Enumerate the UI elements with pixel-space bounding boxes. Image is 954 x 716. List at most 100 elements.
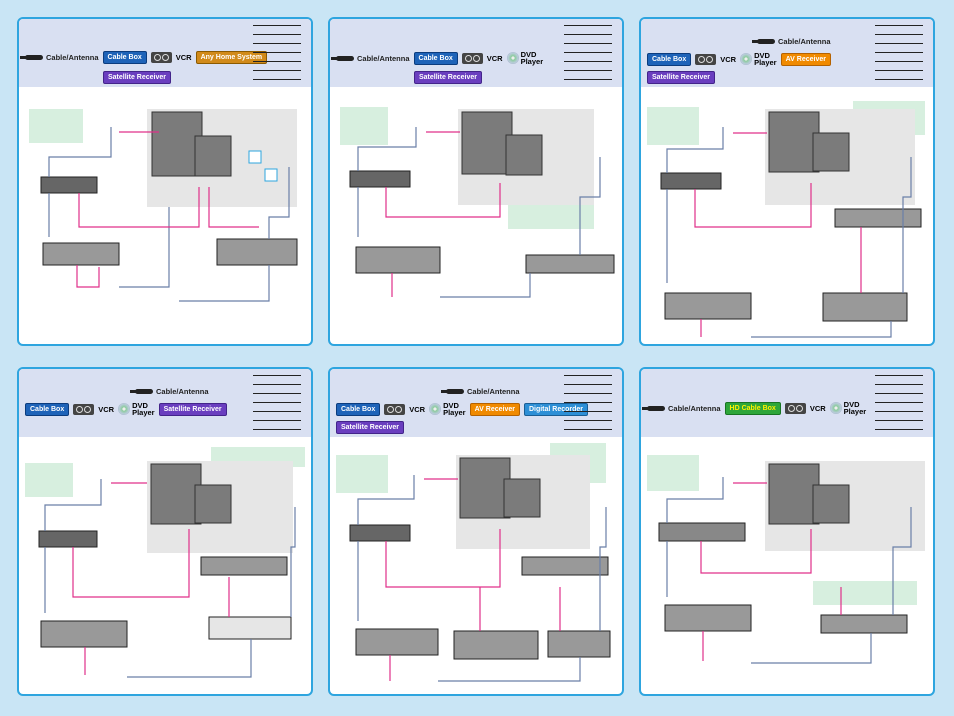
receiver-device [453,630,539,660]
cable-box-badge: Cable Box [647,52,692,66]
tv-jacks [461,111,513,175]
hd-cable-box-device [658,522,746,542]
dvd-device [200,556,288,576]
plug-icon [441,389,464,394]
wiring-diagram [40,109,298,302]
wire-pink-1 [385,478,561,681]
satellite-receiver-badge: Satellite Receiver [158,402,227,416]
header-lines [253,375,301,438]
plug-icon [752,39,775,44]
vcr-label: VCR [720,54,737,64]
plug-icon [331,55,354,61]
vcr-label: VCR [486,53,503,63]
vcr-label: VCR [175,53,192,62]
wire-pink-1 [694,132,862,337]
wiring-diagram [658,461,925,664]
disc-icon [829,402,842,414]
av-receiver-badge: AV Receiver [469,402,520,416]
tv-jack-block [503,478,541,518]
note-box [647,107,699,145]
wiring-diagram [38,461,296,678]
note-box [25,463,73,497]
disc-icon [506,52,519,64]
tv-jack-block [812,484,850,524]
header-lines [253,25,301,88]
satellite-receiver-badge: Satellite Receiver [336,421,404,434]
note-box [813,581,917,605]
dvd-device [820,614,908,634]
cable-box-device [349,170,411,188]
satellite-receiver-badge: Satellite Receiver [414,71,482,84]
cable-antenna-label: Cable/Antenna [130,387,209,396]
vcr-icon [150,52,172,63]
cable-box-badge: Cable Box [336,402,381,416]
cable-antenna-label: Cable/Antenna [20,53,99,62]
outlet-2 [264,168,278,182]
digital-recorder-badge: Digital Recorder [523,402,589,416]
tv-jacks [768,463,820,525]
recorder-device [547,630,611,658]
tv-jacks [459,457,511,519]
vcr-device [355,628,439,656]
wire-gray-1 [357,127,601,298]
wire-gray-1 [48,127,290,302]
tv-jack-block [194,135,232,177]
wire-gray-1 [666,127,912,338]
vcr-device [664,292,752,320]
vcr-label: VCR [98,404,115,414]
wire-gray-1 [357,475,607,682]
vcr-device [664,604,752,632]
cable-box-device [38,530,98,548]
disc-icon [740,53,753,65]
plug-icon [642,405,665,411]
vcr-device [40,620,128,648]
cable-antenna-label: Cable/Antenna [752,37,831,46]
wire-gray-1 [44,479,296,678]
dvd-device [834,208,922,228]
header-lines [875,25,923,88]
satellite-device [208,616,292,640]
av-receiver-badge: AV Receiver [780,52,831,66]
wire-pink-1 [76,131,259,288]
vcr-icon [384,403,406,415]
receiver-device [216,238,298,266]
vcr-icon [73,403,95,415]
outlet-1 [248,150,262,164]
cable-antenna-label: Cable/Antenna [441,387,520,396]
tv-jacks [150,463,202,525]
vcr-device [42,242,120,266]
wire-pink-1 [72,482,230,675]
header-lines [564,375,612,438]
hd-cable-box-badge: HD Cable Box [724,401,781,415]
panel-header: Cable/Antenna Cable Box VCR Any Home Sys… [19,19,311,87]
cable-box-badge: Cable Box [102,51,147,64]
tv-jack-block [812,132,850,172]
dvd-device [521,556,609,576]
tv-jacks [151,111,203,177]
note-box [647,455,699,491]
tv-jacks [768,111,820,173]
vcr-icon [461,52,483,64]
vcr-label: VCR [809,403,826,413]
plug-icon [20,55,43,60]
wire-gray-1 [666,477,912,664]
note-box [29,109,83,143]
wiring-diagram [349,455,611,682]
header-lines [875,375,923,438]
tv-jack-block [505,134,543,176]
wiring-diagram [660,109,922,338]
